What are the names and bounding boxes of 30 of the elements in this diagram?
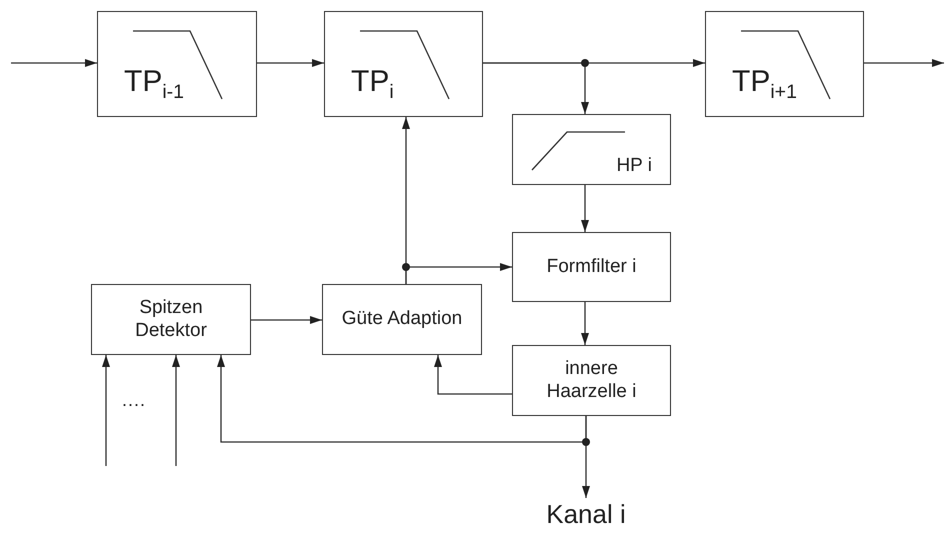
arrow <box>483 62 589 114</box>
filter-label: TP$_{i}$ <box>351 64 394 104</box>
arrow <box>405 263 512 284</box>
process-box <box>91 284 251 355</box>
highpass-filter-box <box>512 114 671 185</box>
process-box <box>512 232 671 302</box>
filter-label: TP$_{i-1}$ <box>124 64 184 104</box>
arrow <box>102 355 110 466</box>
block-label: Spitzen Detektor <box>134 296 208 342</box>
process-box <box>322 284 482 355</box>
lowpass-filter-box <box>324 11 483 117</box>
arrow <box>217 355 587 443</box>
arrow <box>251 316 322 324</box>
arrow <box>434 355 512 395</box>
arrow <box>257 59 324 67</box>
lowpass-filter-box <box>705 11 864 117</box>
arrow <box>864 59 944 67</box>
block-label: innere Haarzelle i <box>546 358 638 404</box>
arrow <box>11 59 97 67</box>
block-label: Güte Adaption <box>342 308 462 331</box>
filter-label: TP$_{i+1}$ <box>732 64 797 104</box>
arrow <box>581 185 589 232</box>
process-box <box>512 345 671 416</box>
lowpass-filter-box <box>97 11 257 117</box>
output-label: Kanal i <box>546 499 626 531</box>
filter-label: HP i <box>616 155 652 178</box>
ellipsis-label: .... <box>122 390 146 411</box>
arrow <box>581 302 589 345</box>
arrow <box>172 355 180 466</box>
block-label: Formfilter i <box>546 256 636 278</box>
